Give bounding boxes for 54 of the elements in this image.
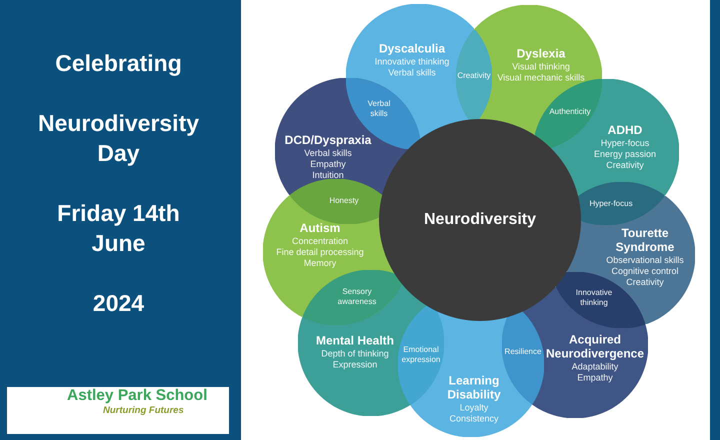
headline-text: Neurodiversity Day <box>36 109 200 168</box>
shared-strength-text: Authenticity <box>549 107 591 117</box>
shared-strength-text: Resilience <box>504 347 542 357</box>
category-title: ADHD <box>608 123 642 137</box>
strength-text: Observational skills <box>606 255 684 266</box>
strength-text: Hyper-focus <box>600 138 650 149</box>
strength-text: Cognitive control <box>611 266 679 277</box>
headline-text: Friday 14th June <box>56 199 181 258</box>
shared-strength-text: Hyper-focus <box>589 199 633 209</box>
shared-strength-text: Sensory awareness <box>338 287 376 307</box>
overlap-region <box>290 179 382 224</box>
strength-text: Creativity <box>606 160 644 171</box>
center-title: Neurodiversity <box>424 210 536 230</box>
shared-strength-text: Creativity <box>457 71 491 81</box>
category-title: Autism <box>300 221 340 235</box>
category-title: Mental Health <box>316 334 394 348</box>
overlap-region <box>398 306 444 404</box>
strength-text: Intuition <box>312 170 344 181</box>
overlap-region <box>502 312 544 404</box>
headline-text: Celebrating <box>54 49 183 78</box>
strength-text: Consistency <box>449 414 499 424</box>
overlap-region <box>456 30 492 120</box>
overlap-region <box>303 270 402 325</box>
strength-text: Loyalty <box>460 402 488 414</box>
strength-text: Verbal skills <box>388 68 436 78</box>
strength-text: Visual thinking <box>512 62 570 72</box>
shared-strength-text: Emotional expression <box>402 345 440 365</box>
strength-text: Expression <box>332 360 378 370</box>
strength-text: Memory <box>304 258 336 269</box>
strength-text: Energy passion <box>594 149 656 160</box>
headline-text: 2024 <box>92 289 146 318</box>
tagline-text: Nurturing Futures <box>103 405 184 416</box>
strength-text: Creativity <box>626 277 664 288</box>
strength-text: Visual mechanic skills <box>497 72 585 84</box>
strength-text: Concentration <box>292 236 348 247</box>
strength-text: Fine detail processing <box>276 247 364 258</box>
category-title: Tourette Syndrome <box>616 226 674 254</box>
school-name: Astley Park School <box>67 388 208 404</box>
strength-text: Empathy <box>310 159 346 170</box>
strength-text: Innovative thinking <box>374 56 450 68</box>
category-title: Dyslexia <box>516 46 566 60</box>
strength-text: Depth of thinking <box>321 348 389 360</box>
strength-text: Verbal skills <box>304 148 352 159</box>
overlap-region <box>578 182 664 225</box>
overlap-region <box>535 79 602 148</box>
strength-text: Empathy <box>577 372 613 384</box>
shared-strength-text: Innovative thinking <box>576 288 612 308</box>
category-title: DCD/Dyspraxia <box>284 133 372 147</box>
category-title: Dyscalculia <box>378 42 446 56</box>
shared-strength-text: Verbal skills <box>368 99 390 119</box>
category-title: Acquired Neurodivergence <box>546 332 644 360</box>
shared-strength-text: Honesty <box>329 196 359 206</box>
category-title: Learning Disability <box>447 374 501 402</box>
strength-text: Adaptability <box>572 362 618 372</box>
